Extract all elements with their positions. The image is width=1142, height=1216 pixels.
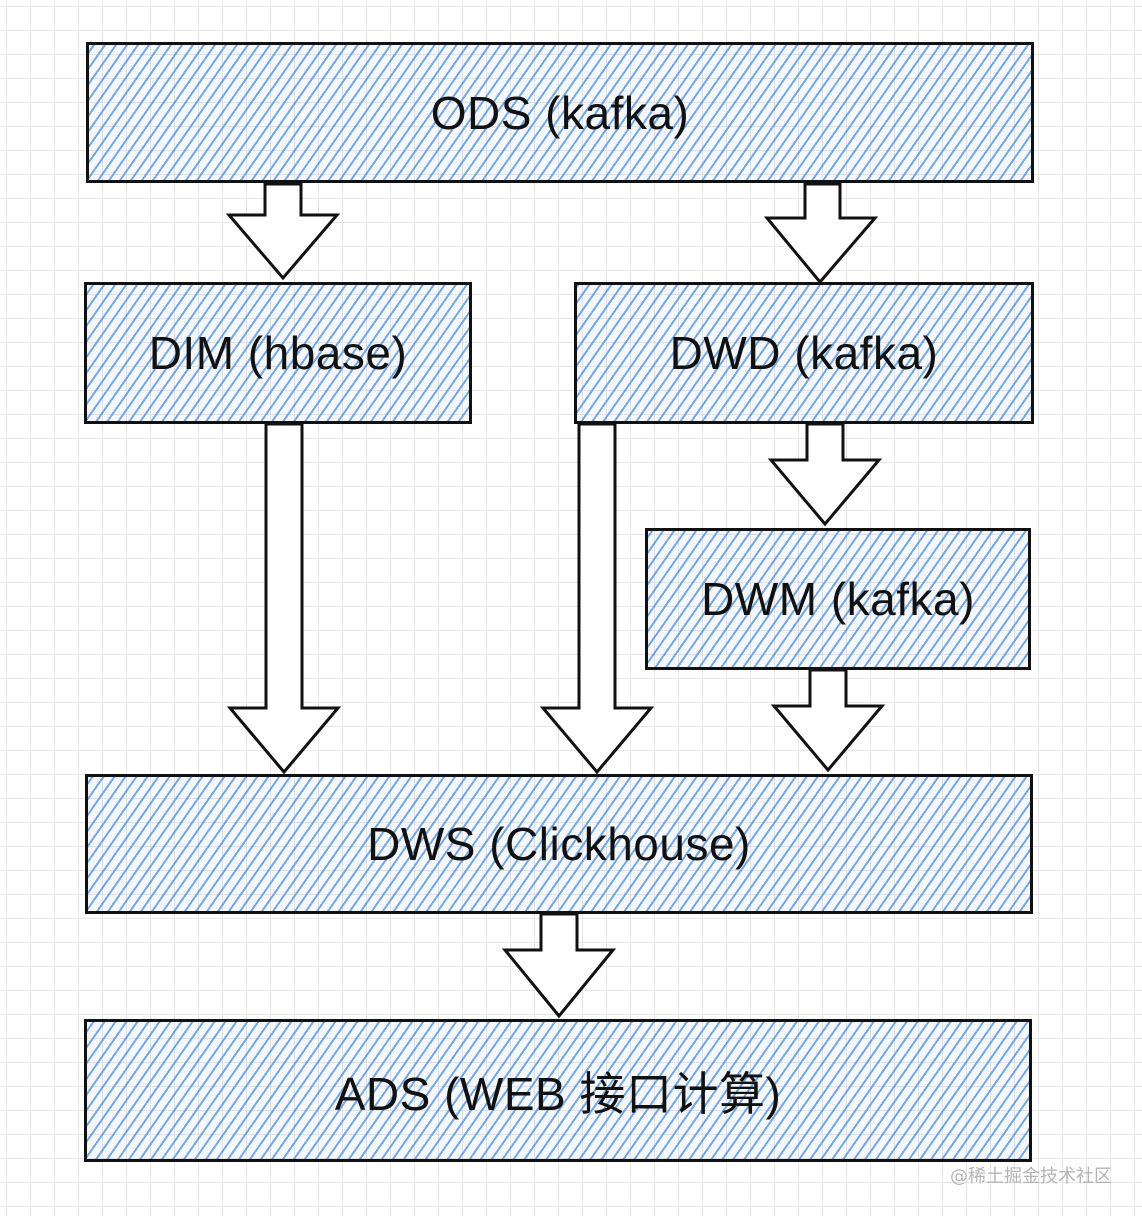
ads-label: ADS (WEB 接口计算) [334, 1067, 782, 1120]
arrow-ods-to-dim [225, 182, 341, 281]
dim-label: DIM (hbase) [148, 327, 408, 379]
ods-box: ODS (kafka) [86, 42, 1034, 183]
dwd-box: DWD (kafka) [574, 282, 1034, 424]
dwm-box: DWM (kafka) [645, 528, 1031, 670]
arrow-dws-to-ads [501, 912, 617, 1019]
dwd-label: DWD (kafka) [669, 327, 939, 379]
dws-label: DWS (Clickhouse) [367, 818, 751, 870]
arrow-dwm-to-dws [770, 668, 886, 773]
dws-box: DWS (Clickhouse) [85, 774, 1033, 914]
ads-box: ADS (WEB 接口计算) [84, 1019, 1032, 1162]
ods-label: ODS (kafka) [430, 86, 690, 139]
arrow-dwd-to-dwm [767, 422, 883, 527]
arrow-ods-to-dwd [763, 182, 879, 285]
arrow-dwd-to-dws [539, 422, 655, 775]
dwm-label: DWM (kafka) [701, 573, 975, 625]
arrow-dim-to-dws [226, 422, 342, 775]
watermark-text: @稀土掘金技术社区 [950, 1166, 1112, 1187]
dim-box: DIM (hbase) [84, 282, 472, 424]
